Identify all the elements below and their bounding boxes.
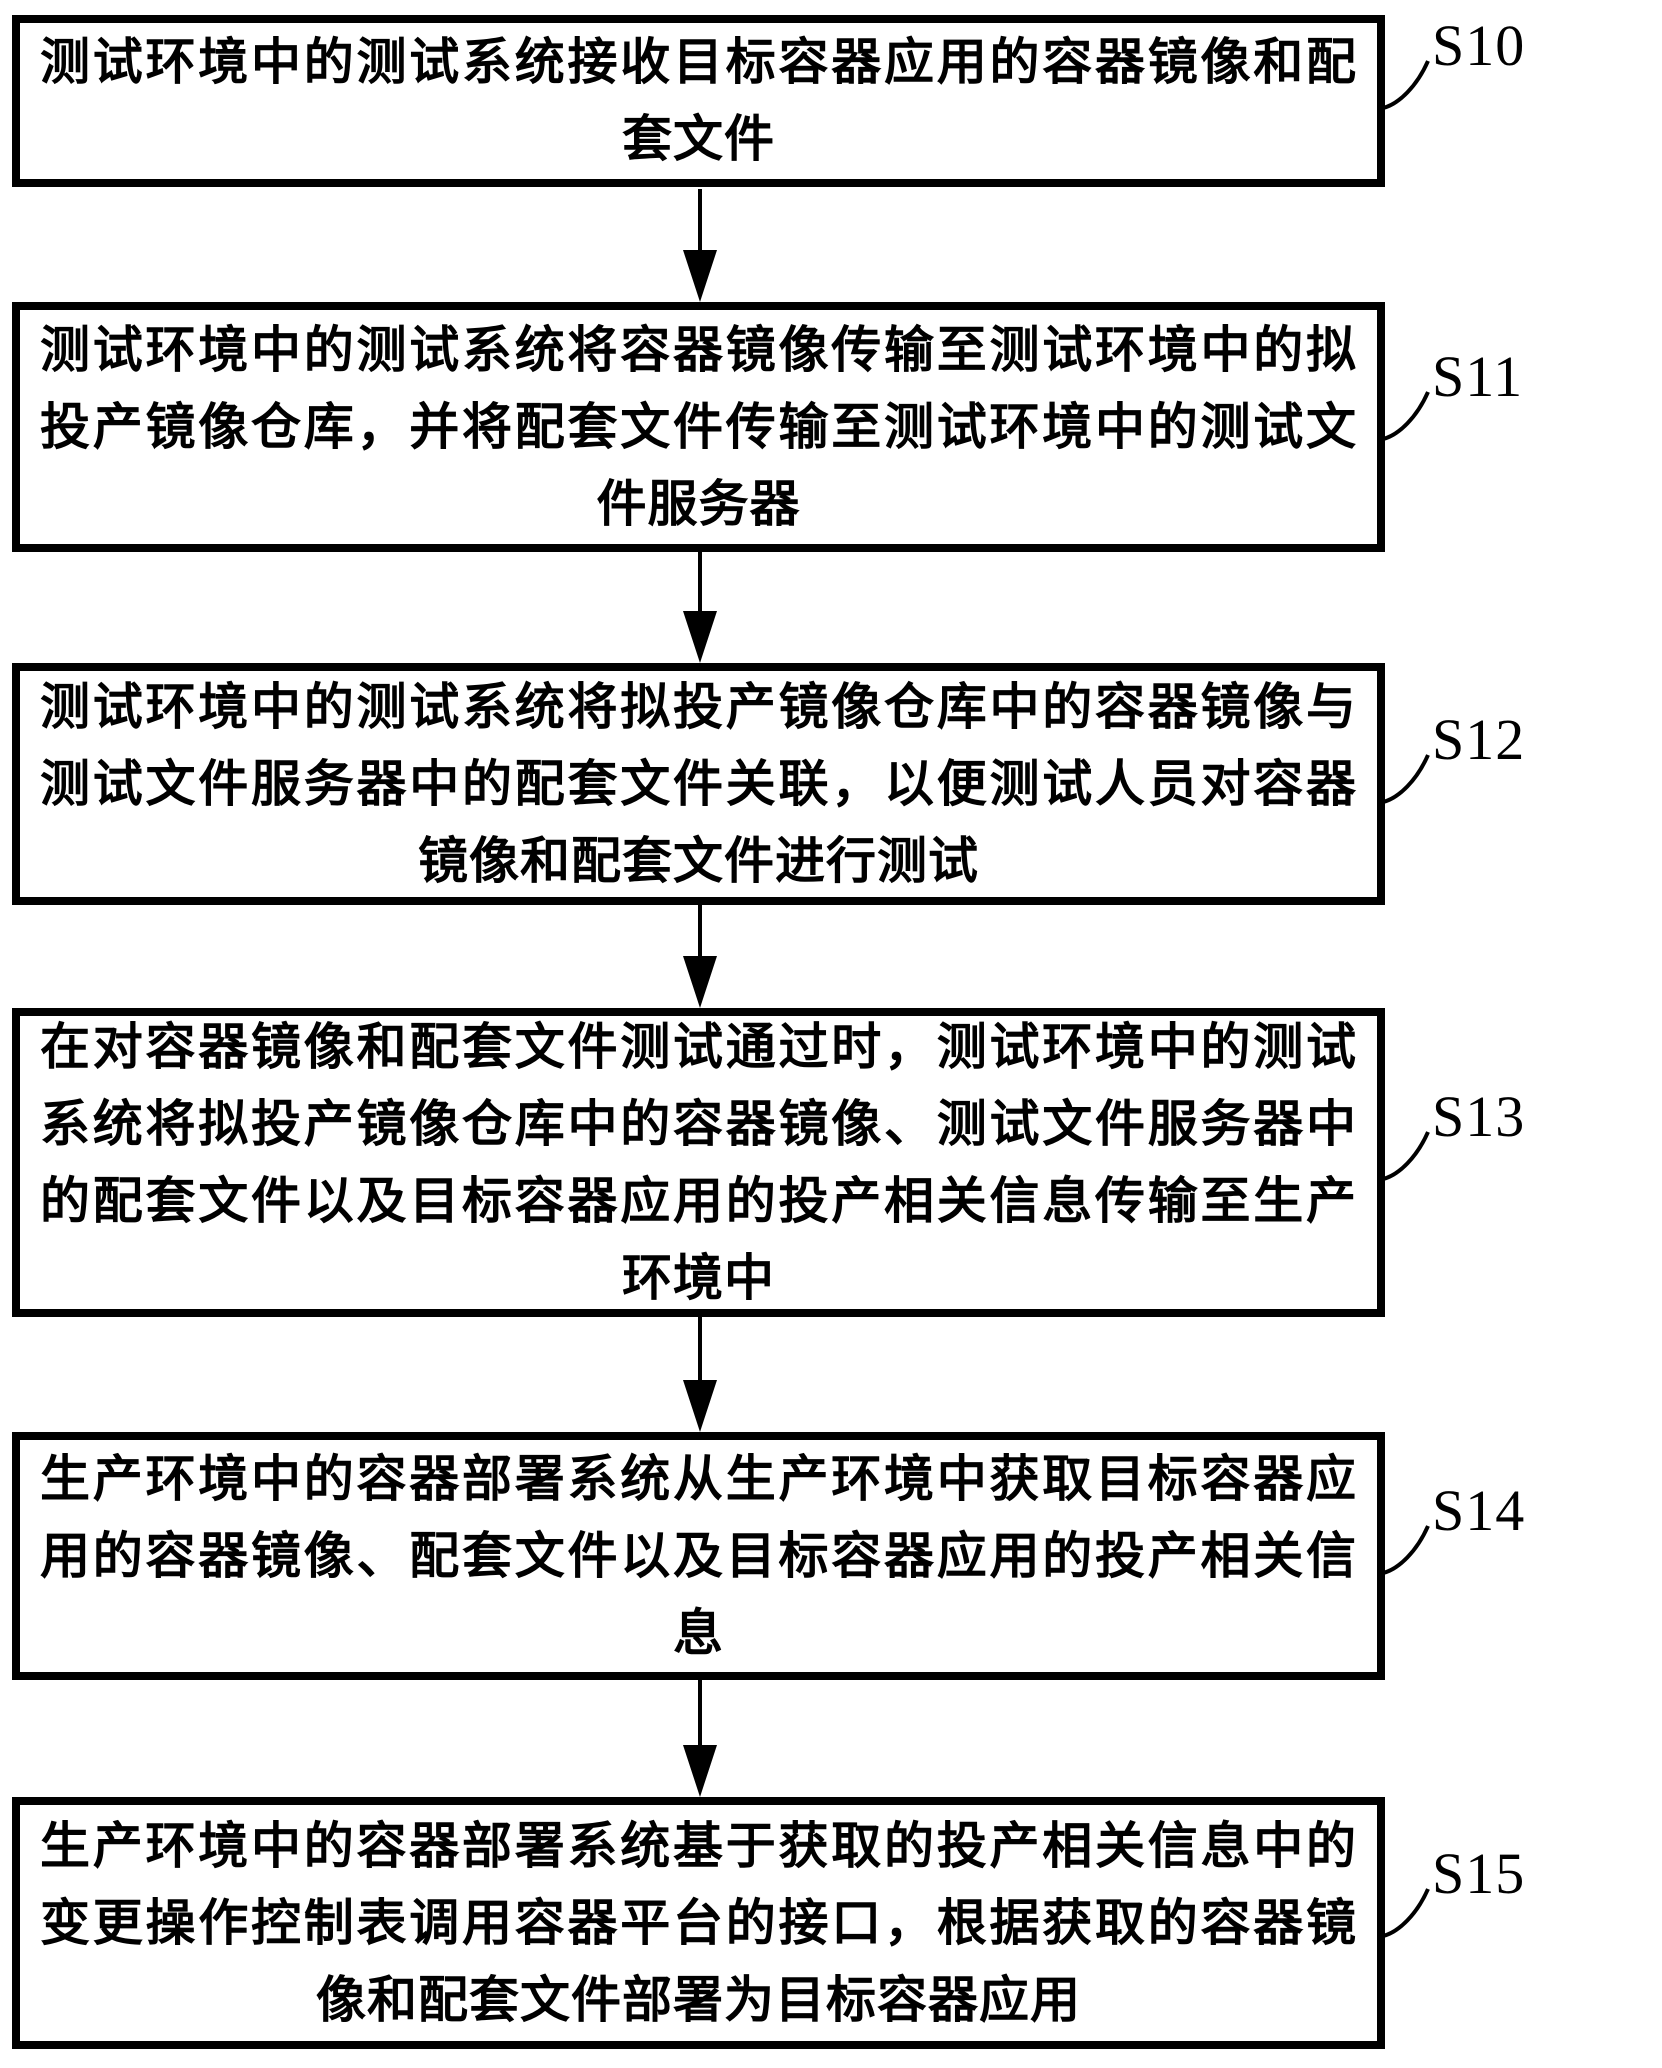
step-box-s15: 生产环境中的容器部署系统基于获取的投产相关信息中的 变更操作控制表调用容器平台的…	[12, 1797, 1385, 2049]
step-box-s13: 在对容器镜像和配套文件测试通过时，测试环境中的测试 系统将拟投产镜像仓库中的容器…	[12, 1008, 1385, 1317]
step-box-s11: 测试环境中的测试系统将容器镜像传输至测试环境中的拟 投产镜像仓库，并将配套文件传…	[12, 302, 1385, 552]
step-text-line: 测试环境中的测试系统接收目标容器应用的容器镜像和配	[40, 34, 1357, 90]
arrow-head	[683, 956, 717, 1008]
arrow-stem	[698, 1317, 702, 1380]
step-box-s12: 测试环境中的测试系统将拟投产镜像仓库中的容器镜像与 测试文件服务器中的配套文件关…	[12, 663, 1385, 905]
step-label-s11: S11	[1432, 344, 1524, 409]
step-text-line: 投产镜像仓库，并将配套文件传输至测试环境中的测试文	[40, 398, 1357, 455]
arrow-stem	[698, 905, 702, 956]
arrow-head	[683, 1745, 717, 1797]
arrow-head	[683, 1380, 717, 1432]
arrow-stem	[698, 189, 702, 250]
flow-arrow-icon	[680, 1680, 720, 1797]
arrow-stem	[698, 1680, 702, 1745]
arrow-stem	[698, 552, 702, 611]
step-text-line: 变更操作控制表调用容器平台的接口，根据获取的容器镜	[40, 1894, 1357, 1951]
flow-arrow-icon	[680, 189, 720, 302]
step-text-line: 环境中	[622, 1249, 775, 1306]
step-label-s12: S12	[1432, 707, 1526, 772]
leader-line	[1382, 1888, 1430, 1938]
step-text-line: 像和配套文件部署为目标容器应用	[316, 1971, 1081, 2028]
step-text-line: 生产环境中的容器部署系统基于获取的投产相关信息中的	[40, 1817, 1357, 1874]
step-text-line: 系统将拟投产镜像仓库中的容器镜像、测试文件服务器中	[40, 1095, 1357, 1152]
step-text-line: 在对容器镜像和配套文件测试通过时，测试环境中的测试	[40, 1018, 1357, 1075]
arrow-head	[683, 611, 717, 663]
flow-arrow-icon	[680, 552, 720, 663]
step-label-s10: S10	[1432, 13, 1526, 78]
step-text-line: 镜像和配套文件进行测试	[418, 832, 979, 889]
step-label-s15: S15	[1432, 1841, 1526, 1906]
leader-line	[1382, 1525, 1430, 1575]
leader-line	[1382, 1131, 1430, 1181]
step-text-line: 测试环境中的测试系统将容器镜像传输至测试环境中的拟	[40, 321, 1357, 378]
step-label-s13: S13	[1432, 1084, 1526, 1149]
step-text-line: 测试环境中的测试系统将拟投产镜像仓库中的容器镜像与	[40, 678, 1357, 735]
flow-arrow-icon	[680, 905, 720, 1008]
leader-line	[1382, 60, 1430, 110]
leader-line	[1382, 754, 1430, 804]
step-box-s10: 测试环境中的测试系统接收目标容器应用的容器镜像和配 套文件	[12, 15, 1385, 187]
step-box-s14: 生产环境中的容器部署系统从生产环境中获取目标容器应 用的容器镜像、配套文件以及目…	[12, 1432, 1385, 1680]
step-text-line: 生产环境中的容器部署系统从生产环境中获取目标容器应	[40, 1450, 1357, 1507]
step-text-line: 用的容器镜像、配套文件以及目标容器应用的投产相关信	[40, 1527, 1357, 1584]
arrow-head	[683, 250, 717, 302]
step-text-line: 的配套文件以及目标容器应用的投产相关信息传输至生产	[40, 1172, 1357, 1229]
leader-line	[1382, 391, 1430, 441]
step-label-s14: S14	[1432, 1478, 1526, 1543]
step-text-line: 套文件	[622, 111, 775, 167]
step-text-line: 件服务器	[596, 475, 801, 532]
flow-arrow-icon	[680, 1317, 720, 1432]
step-text-line: 测试文件服务器中的配套文件关联，以便测试人员对容器	[40, 755, 1357, 812]
step-text-line: 息	[673, 1604, 724, 1661]
